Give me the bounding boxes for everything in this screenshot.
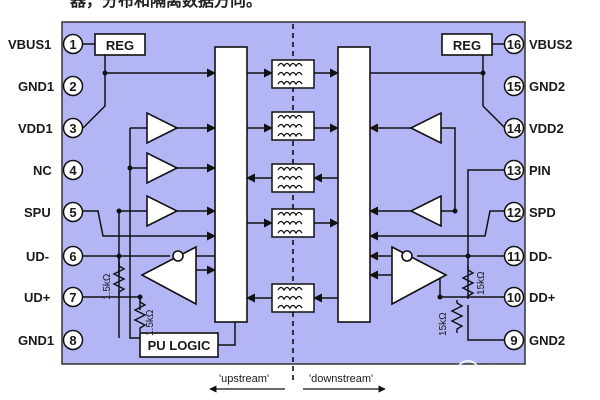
- junction-dots: [102, 70, 486, 300]
- resistors: [112, 262, 475, 333]
- pin-number: 7: [69, 290, 76, 305]
- pin-number: 9: [510, 333, 517, 348]
- isolation-channels: [271, 59, 315, 313]
- logic-block-upstream: [214, 46, 248, 323]
- logic-block-downstream: [337, 46, 371, 323]
- pin-label: GND2: [529, 333, 565, 348]
- pin-label: SPU: [24, 205, 51, 220]
- buffers-right: [391, 111, 448, 306]
- upstream-label: 'upstream': [219, 373, 269, 385]
- pin-number: 16: [507, 37, 521, 52]
- pin-number: 3: [69, 121, 76, 136]
- pin-label: VBUS1: [8, 37, 51, 52]
- pin-label: VDD2: [529, 121, 564, 136]
- resistor-label-left-upper: 1.5kΩ: [102, 273, 113, 300]
- watermark-text: 电子发烧友 www.elecfans.com: [486, 364, 600, 380]
- pin-label: UD+: [24, 290, 51, 305]
- pin-number: 5: [69, 205, 76, 220]
- pin-label: NC: [33, 163, 52, 178]
- reg-label-right: REG: [453, 38, 481, 53]
- pin-label: GND1: [18, 79, 54, 94]
- pin-label: UD-: [26, 249, 49, 264]
- pin-label: VDD1: [18, 121, 53, 136]
- pin-circles: [62, 33, 525, 351]
- watermark: 电子发烧友 www.elecfans.com: [456, 360, 600, 384]
- buffers-left: [140, 111, 197, 306]
- pin-number: 15: [507, 79, 521, 94]
- pin-label: DD+: [529, 290, 556, 305]
- downstream-label: 'downstream': [309, 373, 373, 385]
- pin-number: 14: [507, 121, 522, 136]
- pin-label: GND1: [18, 333, 54, 348]
- pin-number: 8: [69, 333, 76, 348]
- pin-number: 4: [69, 163, 77, 178]
- pu-logic-label: PU LOGIC: [148, 338, 211, 353]
- resistor-label-left-lower: 1.5kΩ: [145, 309, 156, 336]
- pin-label: VBUS2: [529, 37, 572, 52]
- reg-label-left: REG: [106, 38, 134, 53]
- pin-number: 13: [507, 163, 521, 178]
- pin-number: 11: [507, 249, 521, 264]
- resistor-label-right-upper: 15kΩ: [476, 271, 487, 295]
- pin-label: GND2: [529, 79, 565, 94]
- pin-label: PIN: [529, 163, 551, 178]
- pin-label: SPD: [529, 205, 556, 220]
- pin-number: 10: [507, 290, 521, 305]
- pin-number: 2: [69, 79, 76, 94]
- pin-label: DD-: [529, 249, 552, 264]
- header-text: 器，分布和隔离数据方向。: [69, 0, 262, 10]
- resistor-label-right-lower: 15kΩ: [438, 312, 449, 336]
- pin-number: 12: [507, 205, 521, 220]
- wiring: [82, 43, 506, 346]
- pin-number: 6: [69, 249, 76, 264]
- pin-number: 1: [69, 37, 76, 52]
